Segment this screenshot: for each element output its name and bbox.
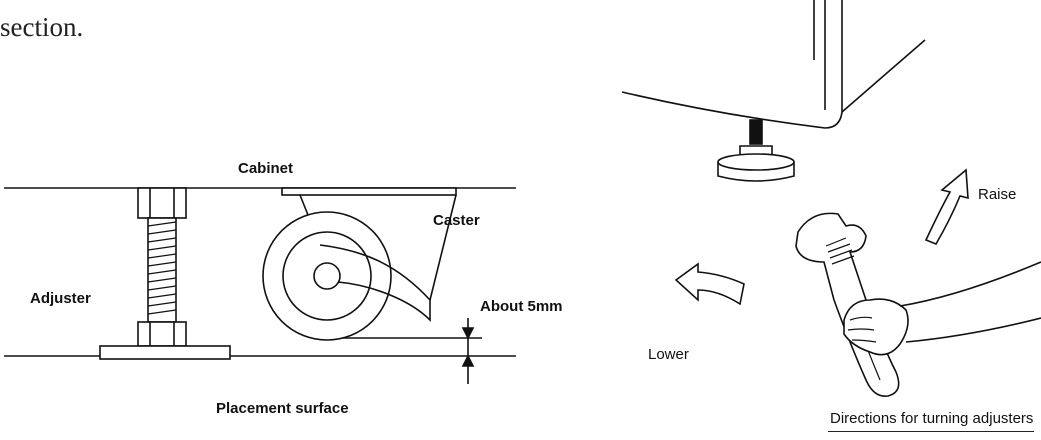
right-adjuster-foot-body — [717, 162, 795, 182]
caption-underline — [828, 431, 1034, 432]
adjuster-top-nut — [137, 187, 187, 219]
right-adjuster-screw — [749, 119, 763, 145]
cabinet-box-front — [621, 0, 843, 129]
caster-fork-arm — [319, 244, 431, 322]
cabinet-box-side — [841, 39, 926, 113]
adjuster-foot — [99, 345, 231, 360]
gap-arrow-down — [461, 327, 475, 340]
cabinet-label: Cabinet — [238, 160, 294, 177]
right-adjuster-foot-top — [717, 153, 795, 171]
caster-mount-plate — [281, 187, 457, 196]
arm-outline — [899, 261, 1041, 343]
caster-wheel-inner — [282, 231, 372, 321]
adjuster-threads — [147, 221, 177, 315]
intro-text: section. — [0, 12, 84, 42]
figure-caption: Directions for turning adjusters — [830, 410, 1034, 427]
lower-label: Lower — [648, 346, 689, 363]
caster-wheel-outer — [262, 211, 392, 341]
adjuster-bottom-nut — [137, 321, 187, 347]
adjuster-label: Adjuster — [30, 290, 91, 307]
gap-arrow-up — [461, 354, 475, 367]
lower-arrow — [674, 262, 745, 306]
hand-fingers — [847, 316, 877, 343]
adjuster-screw — [147, 217, 177, 323]
raise-arrow — [924, 168, 969, 245]
caster-label: Caster — [433, 212, 480, 229]
caster-axle — [313, 262, 341, 290]
gap-label: About 5mm — [480, 298, 563, 315]
placement-surface-label: Placement surface — [216, 400, 349, 417]
wrench-worm-gear — [825, 237, 855, 265]
raise-label: Raise — [978, 186, 1017, 203]
